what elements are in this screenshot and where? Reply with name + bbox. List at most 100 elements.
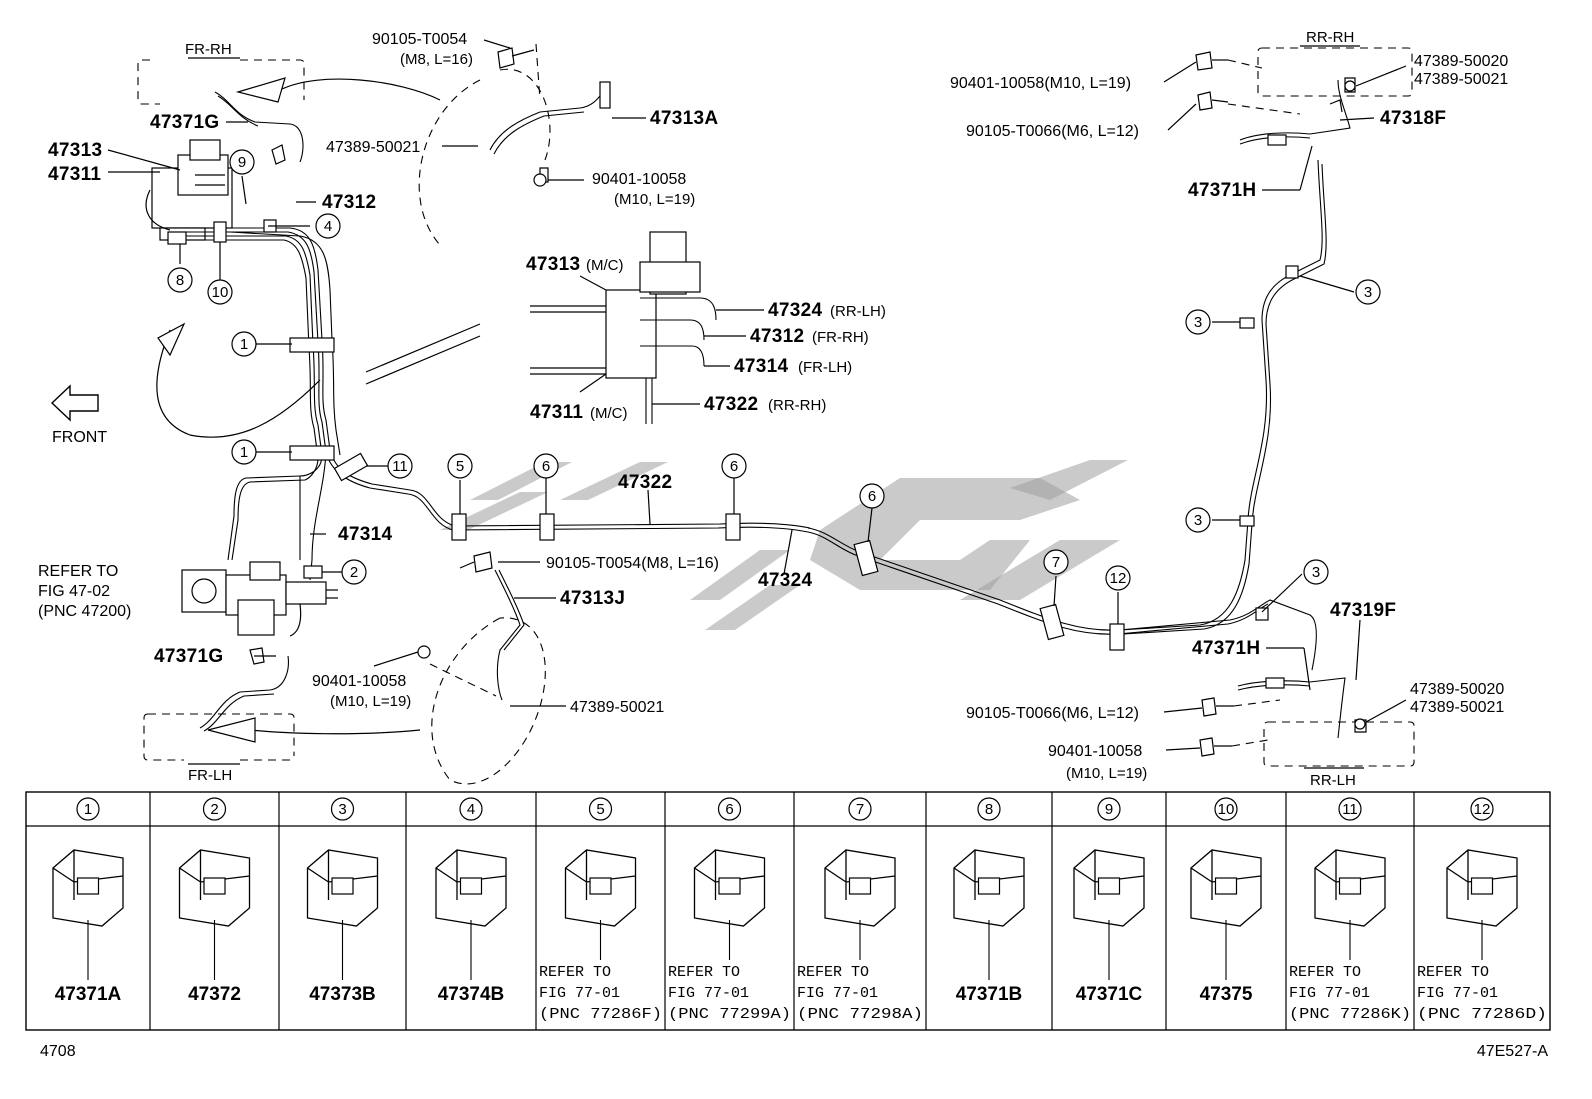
- label-47371H-bottom: 47371H: [1192, 638, 1260, 659]
- svg-text:6: 6: [542, 458, 550, 475]
- svg-text:6: 6: [868, 488, 876, 505]
- label-47389-50021-bottom: 47389-50021: [570, 699, 664, 716]
- table-header-circle: [977, 797, 1001, 821]
- table-header-circle: [848, 797, 872, 821]
- marker-circle-3a: 3: [1355, 279, 1381, 305]
- marker-circle-11: 11: [387, 453, 413, 479]
- marker-circle-1b: 1: [231, 439, 257, 465]
- table-header-number: 12: [1474, 801, 1491, 818]
- table-header-number: 3: [338, 801, 346, 818]
- marker-circle-2: 2: [341, 559, 367, 585]
- rr-rh-callout: RR-RH: [1257, 29, 1413, 97]
- table-header-number: 10: [1218, 801, 1235, 818]
- label-90401-10058-rr-top: 90401-10058(M10, L=19): [950, 75, 1131, 92]
- label-47312-detail: 47312: [750, 326, 804, 347]
- rr-rh-label: RR-RH: [1306, 29, 1354, 46]
- svg-text:1: 1: [240, 336, 248, 353]
- label-90105-t0054-top: 90105-T0054: [372, 31, 467, 48]
- table-refer-line: REFER TO: [797, 964, 869, 981]
- label-47324: 47324: [758, 570, 812, 591]
- label-47311: 47311: [48, 164, 101, 185]
- label-90105-t0054-mid: 90105-T0054(M8, L=16): [546, 555, 719, 572]
- table-refer-line: REFER TO: [1289, 964, 1361, 981]
- label-47371G-bottom: 47371G: [154, 646, 223, 667]
- label-47313-mc: 47313: [526, 254, 580, 275]
- table-header-number: 7: [856, 801, 864, 818]
- fr-rh-label: FR-RH: [185, 41, 232, 58]
- label-47371H-top: 47371H: [1188, 180, 1256, 201]
- table-refer-line: (PNC 77298A): [797, 1006, 923, 1023]
- table-header-number: 8: [985, 801, 993, 818]
- label-47313A: 47313A: [650, 108, 718, 129]
- table-refer-line: (PNC 77286K): [1289, 1006, 1411, 1023]
- table-refer-line: REFER TO: [1417, 964, 1489, 981]
- table-header-circle: [588, 797, 613, 821]
- marker-circle-1a: 1: [231, 331, 257, 357]
- table-header-circle: [459, 797, 483, 821]
- detail-ellipse-bottom: [431, 617, 546, 785]
- part-labels: 90105-T0054 (M8, L=16) 47313A 47371G 473…: [38, 31, 1508, 782]
- refer-line-2: FIG 47-02: [38, 583, 110, 600]
- label-47319F: 47319F: [1330, 600, 1396, 621]
- svg-text:7: 7: [1052, 554, 1060, 571]
- table-header-number: 4: [467, 801, 475, 818]
- front-rh-flex-hose: [214, 91, 304, 165]
- label-47311-mc-note: (M/C): [590, 405, 628, 422]
- detail-ellipse-top: [418, 79, 481, 246]
- marker-circle-8: 8: [167, 267, 193, 293]
- refer-line-3: (PNC 47200): [38, 603, 131, 620]
- label-47312-detail-note: (FR-RH): [812, 329, 869, 346]
- label-47322-detail: 47322: [704, 394, 758, 415]
- table-header-circle: [1214, 797, 1238, 821]
- label-47313-mc-note: (M/C): [586, 257, 624, 274]
- label-47314-detail: 47314: [734, 356, 788, 377]
- label-90401-10058-rr-bottom-spec: (M10, L=19): [1066, 765, 1147, 782]
- label-90401-10058-bottom: 90401-10058: [312, 673, 406, 690]
- label-47324-detail-note: (RR-LH): [830, 303, 886, 320]
- leader-lines: [107, 39, 1407, 751]
- svg-text:6: 6: [730, 458, 738, 475]
- table-part-number: 47371C: [1076, 984, 1143, 1005]
- rr-lh-label: RR-LH: [1310, 772, 1356, 789]
- hose-47313A: [489, 81, 611, 183]
- fr-rh-callout: FR-RH: [137, 41, 441, 105]
- label-47371G-top: 47371G: [150, 112, 219, 133]
- table-refer-line: FIG 77-01: [539, 985, 620, 1002]
- label-47389-50021-rr-top: 47389-50021: [1414, 71, 1508, 88]
- marker-circle-6c: 6: [859, 483, 885, 509]
- svg-text:3: 3: [1364, 284, 1372, 301]
- svg-text:3: 3: [1194, 314, 1202, 331]
- label-47324-detail: 47324: [768, 300, 822, 321]
- svg-text:5: 5: [456, 458, 464, 475]
- table-header-number: 2: [210, 801, 218, 818]
- table-refer-line: FIG 77-01: [668, 985, 749, 1002]
- label-47322: 47322: [618, 472, 672, 493]
- front-lh-flex-hose: [199, 647, 289, 732]
- fr-lh-label: FR-LH: [188, 767, 232, 784]
- label-47313J: 47313J: [560, 588, 625, 609]
- label-90401-10058-rr-bottom: 90401-10058: [1048, 743, 1142, 760]
- table-header-number: 1: [84, 801, 92, 818]
- marker-circle-3c: 3: [1185, 507, 1211, 533]
- rear-rh-hose: [1239, 77, 1356, 146]
- front-arrow: FRONT: [50, 384, 107, 446]
- svg-text:12: 12: [1110, 570, 1127, 587]
- table-header-circle: [1097, 797, 1121, 821]
- label-47311-mc: 47311: [530, 402, 583, 423]
- table-header-circle: [1470, 797, 1494, 821]
- label-90401-10058-bottom-spec: (M10, L=19): [330, 693, 411, 710]
- fr-lh-callout: FR-LH: [143, 713, 421, 784]
- svg-text:11: 11: [392, 458, 408, 475]
- marker-circle-5: 5: [447, 453, 473, 479]
- rear-tubes: [807, 159, 1327, 671]
- label-47313: 47313: [48, 140, 102, 161]
- table-header-circle: [76, 797, 100, 821]
- footer-right-code: 47E527-A: [1477, 1043, 1548, 1060]
